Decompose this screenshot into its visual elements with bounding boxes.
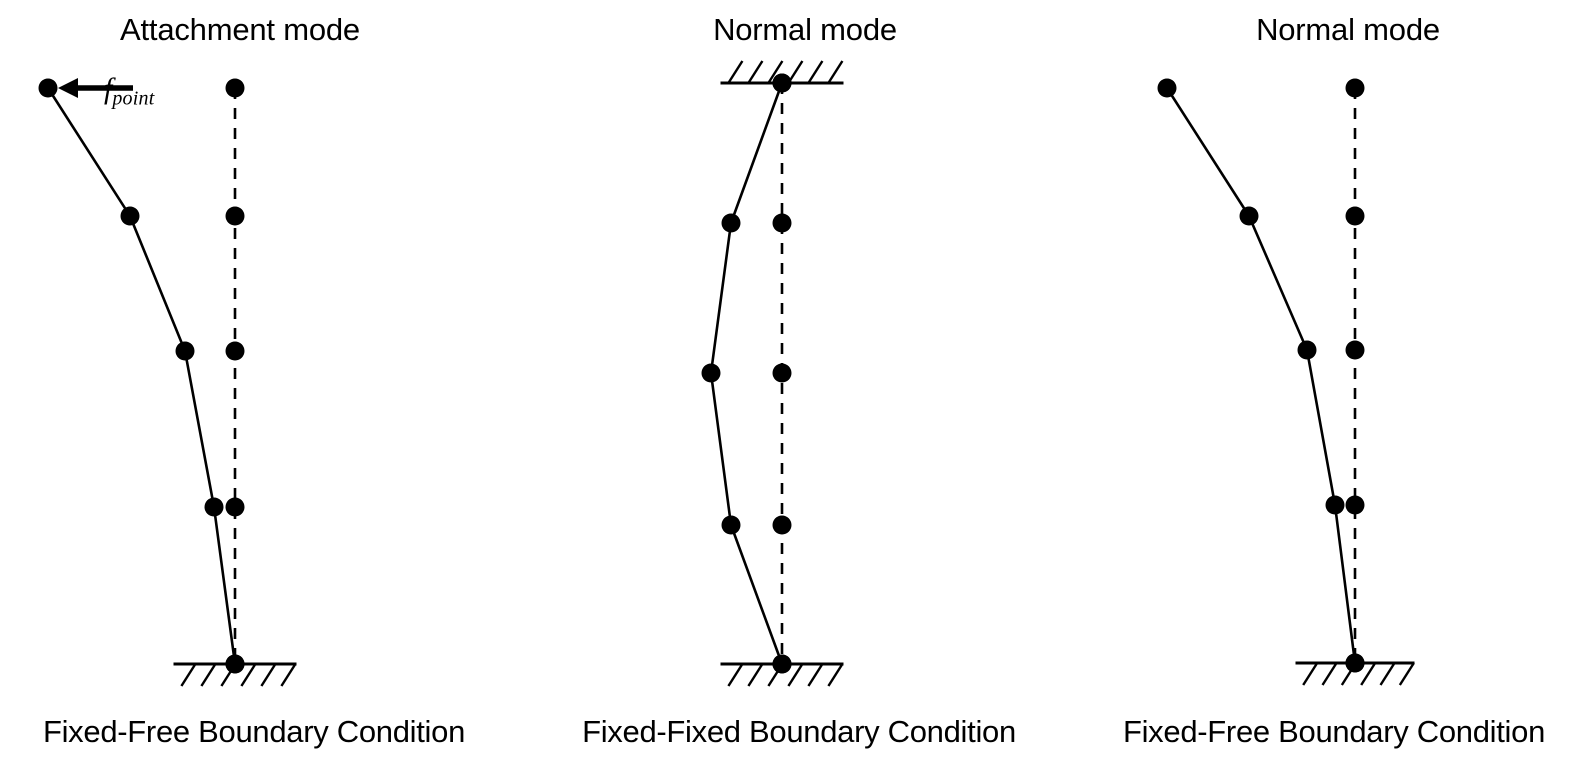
support-hatch (280, 663, 297, 687)
deformed-node (38, 78, 58, 98)
reference-node (772, 363, 792, 383)
support-hatch (1360, 662, 1377, 686)
mode-shape-drawing (701, 60, 844, 687)
support-hatch (807, 60, 824, 84)
force-arrow-head (58, 78, 78, 98)
support-hatch (747, 663, 764, 687)
deformed-node (120, 206, 140, 226)
deformed-node (772, 73, 792, 93)
deformed-node (1297, 340, 1317, 360)
support-hatch (1379, 662, 1396, 686)
support-hatch (767, 60, 784, 84)
reference-node (1345, 78, 1365, 98)
support-hatch (827, 663, 844, 687)
deformed-node (772, 654, 792, 674)
reference-node (225, 206, 245, 226)
panel-title: Attachment mode (120, 12, 360, 47)
force-symbol: f (104, 72, 113, 105)
panel-attachment-mode: Attachment mode fpoint Fixed-Free Bounda… (0, 0, 520, 759)
panel-title: Normal mode (1256, 12, 1440, 47)
deformed-shape-line (1165, 86, 1357, 665)
support-hatch (747, 60, 764, 84)
support-hatch (1302, 662, 1319, 686)
deformed-shape-line (709, 81, 784, 666)
panel-title: Normal mode (713, 12, 897, 47)
deformed-node (204, 497, 224, 517)
panel-normal-mode-fixed-free: Normal mode Fixed-Free Boundary Conditio… (1060, 0, 1584, 759)
deformed-node (1239, 206, 1259, 226)
deformed-node (1157, 78, 1177, 98)
support-hatch (807, 663, 824, 687)
reference-node (772, 515, 792, 535)
force-annotation-label: fpoint (104, 74, 154, 113)
reference-node (1345, 206, 1365, 226)
support-hatch (260, 663, 277, 687)
support-hatch (180, 663, 197, 687)
reference-node (1345, 340, 1365, 360)
deformed-node (1345, 653, 1365, 673)
support-hatch (1321, 662, 1338, 686)
force-arrow-icon (58, 78, 133, 98)
deformed-node (1325, 495, 1345, 515)
reference-node (1345, 495, 1365, 515)
panel-normal-mode-fixed-fixed: Normal mode Fixed-Fixed Boundary Conditi… (520, 0, 1060, 759)
mode-shape-drawing (38, 78, 297, 687)
panel-caption: Fixed-Free Boundary Condition (1122, 714, 1546, 749)
reference-node (225, 341, 245, 361)
panel-caption: Fixed-Free Boundary Condition (42, 714, 466, 749)
deformed-node (721, 515, 741, 535)
support-hatch (827, 60, 844, 84)
deformed-node (721, 213, 741, 233)
support-hatch (1398, 662, 1415, 686)
reference-node (225, 497, 245, 517)
deformed-node (175, 341, 195, 361)
deformed-node (225, 654, 245, 674)
reference-node (225, 78, 245, 98)
support-hatch (727, 663, 744, 687)
reference-node (772, 213, 792, 233)
support-hatch (787, 663, 804, 687)
mode-shape-drawing (1157, 78, 1415, 686)
deformed-shape-line (46, 86, 237, 666)
panel-caption: Fixed-Fixed Boundary Condition (582, 714, 1016, 749)
deformed-node (701, 363, 721, 383)
support-hatch (200, 663, 217, 687)
support-hatch (727, 60, 744, 84)
support-hatch (240, 663, 257, 687)
force-subscript: point (112, 87, 155, 110)
